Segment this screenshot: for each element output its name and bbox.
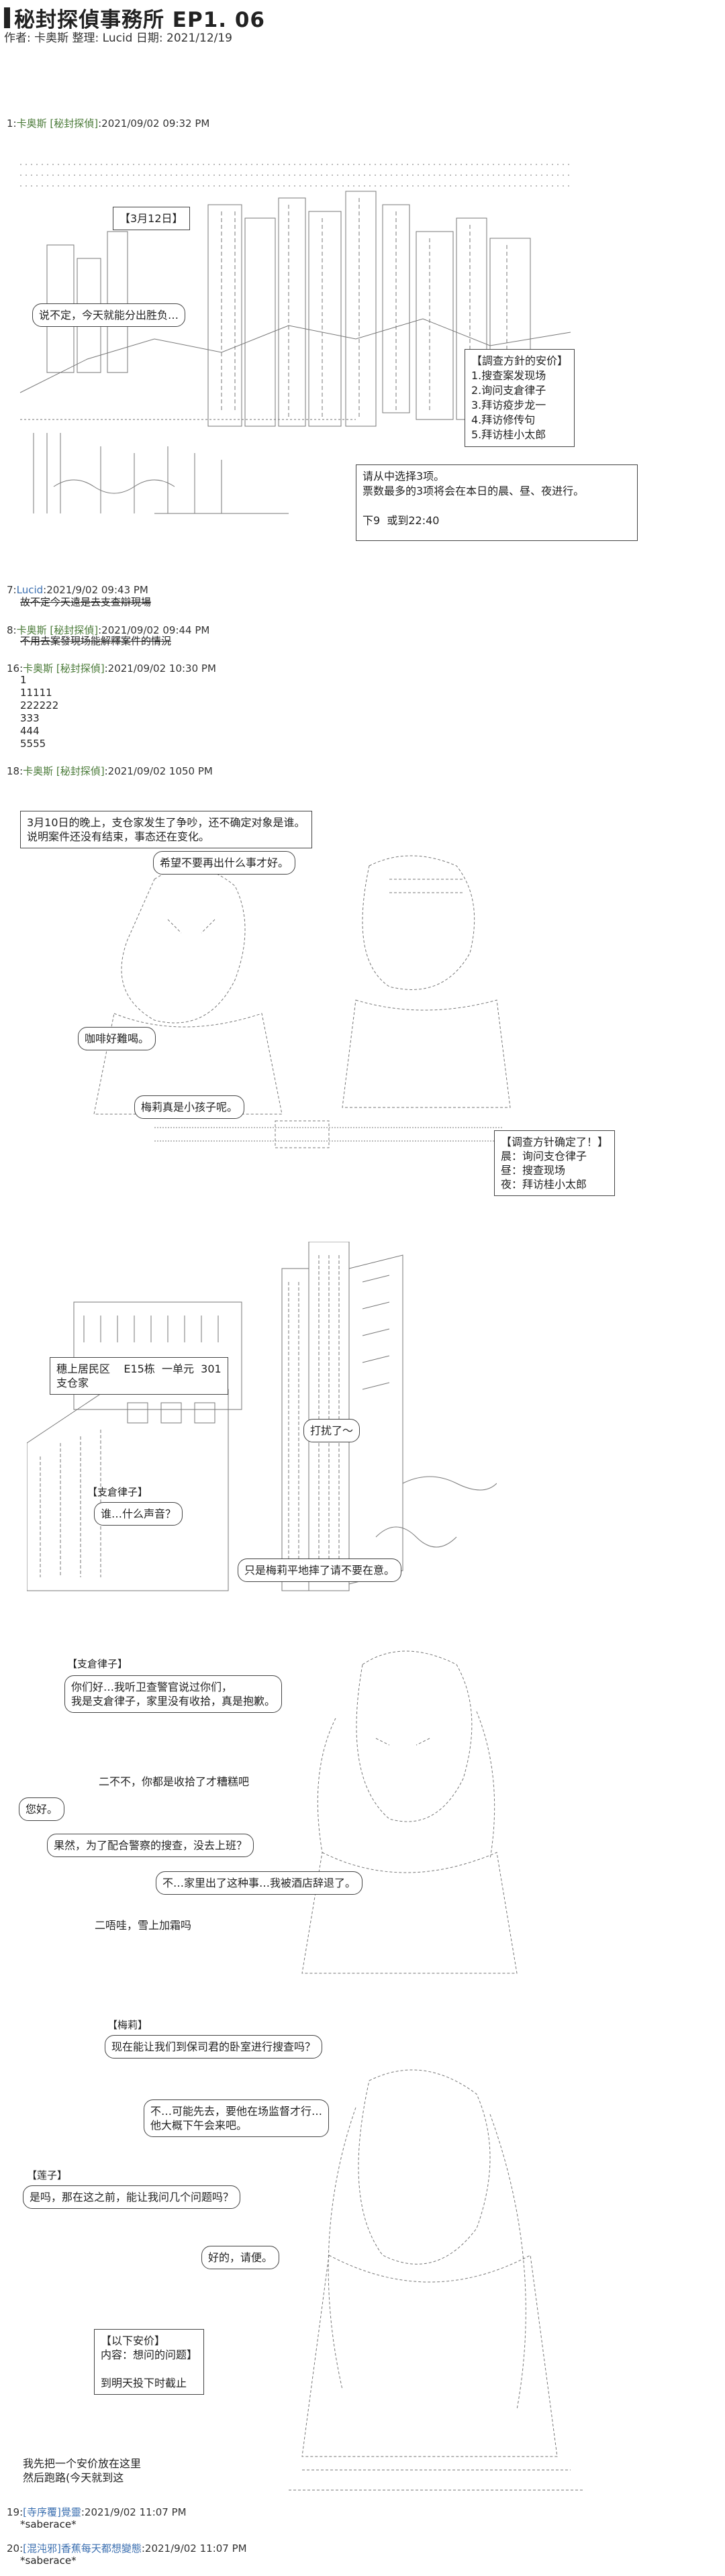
aside-not-cleaned: 二不不，你都是收拾了才糟糕吧 xyxy=(93,1771,256,1793)
apartment-building-art xyxy=(26,1241,497,1604)
maria-art xyxy=(248,2054,597,2524)
city-skyline-art xyxy=(19,164,571,514)
title-marker xyxy=(4,7,10,28)
speech-bubble-coffee: 咖啡好難喝。 xyxy=(78,1027,156,1050)
policy-result-title: 【调查方针确定了！】 xyxy=(501,1136,609,1148)
speaker-label: 【莲子】 xyxy=(27,2169,68,2181)
speech-bubble-who: 谁…什么声音？ xyxy=(94,1502,183,1526)
aside-worse: 二唔哇，雪上加霜吗 xyxy=(89,1914,198,1936)
policy-item: 1.搜查案发现场 xyxy=(471,369,546,382)
page-title: 秘封探偵事務所 EP1. 06 xyxy=(4,3,265,33)
post-body-16: 1 11111 222222 333 444 5555 xyxy=(20,674,59,750)
poster-name[interactable]: 卡奥斯 [秘封探偵] xyxy=(16,117,99,130)
policy-result-item: 夜：拜访桂小太郎 xyxy=(501,1178,587,1191)
speech-bubble-hope: 希望不要再出什么事才好。 xyxy=(153,851,296,875)
speech-bubble-greet: 你们好…我听卫查警官说过你们， 我是支倉律子，家里没有收拾，真是抱歉。 xyxy=(64,1675,283,1713)
post-header-18: 18:卡奥斯 [秘封探偵]:2021/09/02 1050 PM xyxy=(7,765,213,777)
speech-bubble: 说不定，今天就能分出胜负… xyxy=(32,303,186,327)
scene2-characters-art xyxy=(74,839,557,1188)
poster-name[interactable]: Lucid xyxy=(16,584,44,596)
speech-bubble-ok: 好的，请便。 xyxy=(201,2246,280,2269)
policy-title: 【調查方針的安价】 xyxy=(471,354,569,367)
speech-bubble-search: 现在能让我们到保司君的卧室进行搜查吗？ xyxy=(105,2035,323,2059)
closing-note: 我先把一个安价放在这里 然后跑路(今天就到这 xyxy=(23,2457,142,2484)
post-header-19: 19:[寺序覆]覺靈:2021/9/02 11:07 PM xyxy=(7,2506,187,2518)
speaker-label: 【支倉律子】 xyxy=(67,1658,128,1670)
post-header-16: 16:卡奥斯 [秘封探偵]:2021/09/02 10:30 PM xyxy=(7,662,216,675)
policy-item: 3.拜访疫步龙一 xyxy=(471,399,546,411)
post-header-1: 1:卡奥斯 [秘封探偵]:2021/09/02 09:32 PM xyxy=(7,117,210,130)
title-text: 秘封探偵事務所 EP1. 06 xyxy=(14,8,265,32)
ritsuko-art xyxy=(255,1638,631,2094)
poster-name[interactable]: 卡奥斯 [秘封探偵] xyxy=(16,624,99,636)
author-meta: 作者: 卡奥斯 整理: Lucid 日期: 2021/12/19 xyxy=(4,32,232,45)
policy-result-item: 昼：搜查现场 xyxy=(501,1164,566,1177)
instruction-box: 请从中选择3项。 票数最多的3项将会在本日的晨、昼、夜进行。 下9 或到22:4… xyxy=(356,464,638,541)
poster-name[interactable]: [寺序覆] xyxy=(23,2506,61,2518)
instruction-text: 请从中选择3项。 票数最多的3项将会在本日的晨、昼、夜进行。 xyxy=(362,470,585,497)
post-body-20: *saberace* xyxy=(20,2555,77,2567)
deadline-text: 下9 或到22:40 xyxy=(362,514,440,527)
speech-bubble-hello: 您好。 xyxy=(19,1797,65,1821)
poster-name[interactable]: 卡奥斯 [秘封探偵] xyxy=(23,662,105,675)
poster-name-2[interactable]: 覺靈 xyxy=(60,2506,81,2518)
speech-bubble-maria: 梅莉真是小孩子呢。 xyxy=(134,1095,245,1119)
policy-item: 5.拜访桂小太郎 xyxy=(471,428,546,441)
speech-bubble-questions: 是吗，那在这之前，能让我问几个问题吗？ xyxy=(23,2185,241,2209)
narration-box: 3月10日的晚上，支仓家发生了争吵，还不确定对象是谁。 说明案件还没有结束，事态… xyxy=(20,811,312,848)
speech-bubble-fired: 不…家里出了这种事…我被酒店辞退了。 xyxy=(156,1871,363,1895)
speech-bubble-knock: 打扰了～ xyxy=(303,1419,360,1442)
poster-name[interactable]: [混沌邪] xyxy=(23,2542,61,2555)
date-label: 【3月12日】 xyxy=(113,207,190,230)
policy-box: 【調查方針的安价】 1.搜查案发现场 2.询问支倉律子 3.拜访疫步龙一 4.拜… xyxy=(465,349,575,447)
speech-bubble-refuse: 不…可能先去，要他在场监督才行… 他大概下午会来吧。 xyxy=(144,2099,330,2137)
scene1-art xyxy=(7,138,584,540)
anka-box: 【以下安价】 内容：想问的问题】 到明天投下时截止 xyxy=(94,2329,205,2395)
speaker-label: 【支倉律子】 xyxy=(87,1486,148,1498)
poster-name[interactable]: 卡奥斯 [秘封探偵] xyxy=(23,765,105,777)
policy-item: 4.拜访修传句 xyxy=(471,413,536,426)
post-header-7: 7:Lucid:2021/9/02 09:43 PM xyxy=(7,584,148,596)
policy-result-box: 【调查方针确定了！】 晨：询问支仓律子 昼：搜查现场 夜：拜访桂小太郎 xyxy=(494,1130,616,1196)
policy-result-item: 晨：询问支仓律子 xyxy=(501,1150,587,1162)
post-header-20: 20:[混沌邪]香蕉每天都想變態:2021/9/02 11:07 PM xyxy=(7,2542,247,2555)
speaker-label: 【梅莉】 xyxy=(107,2019,148,2031)
poster-name-2[interactable]: 香蕉每天都想變態 xyxy=(60,2542,142,2555)
speech-bubble-fell: 只是梅莉平地摔了请不要在意。 xyxy=(238,1558,402,1582)
post-body-8: 不用去案發現场能解釋案件的情況 xyxy=(20,635,172,647)
address-box: 穗上居民区 E15栋 一单元 301 支仓家 xyxy=(50,1357,228,1395)
speech-bubble-work: 果然，为了配合警察的搜查，没去上班？ xyxy=(47,1834,254,1857)
post-header-8: 8:卡奥斯 [秘封探偵]:2021/09/02 09:44 PM xyxy=(7,624,210,636)
policy-item: 2.询问支倉律子 xyxy=(471,384,546,397)
post-body-19: *saberace* xyxy=(20,2518,77,2530)
post-body-7: 故不定今天遠是去支查辯現場 xyxy=(20,596,152,608)
